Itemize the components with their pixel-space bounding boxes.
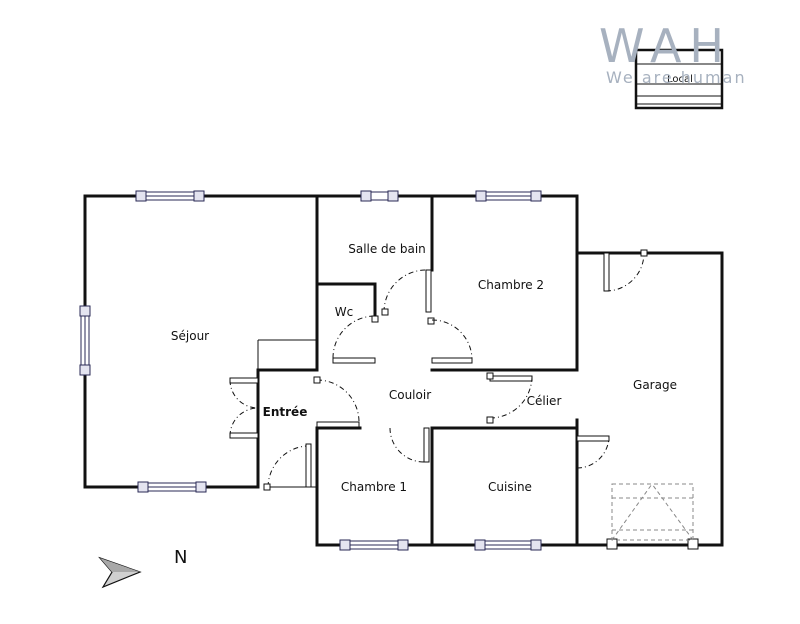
room-label-chambre-1: Chambre 1 — [341, 480, 407, 494]
room-label-sejour: Séjour — [171, 329, 209, 343]
room-label-wc: Wc — [335, 305, 353, 319]
windows — [79, 190, 542, 551]
room-label-cuisine: Cuisine — [488, 480, 532, 494]
north-arrow-icon — [98, 556, 142, 589]
room-label-couloir: Couloir — [389, 388, 431, 402]
room-label-garage: Garage — [633, 378, 677, 392]
local-storage-unit: Local — [634, 48, 724, 110]
room-label-chambre-2: Chambre 2 — [478, 278, 544, 292]
room-label-celier: Célier — [527, 394, 562, 408]
room-label-local: Local — [667, 74, 693, 85]
room-label-entree: Entrée — [263, 405, 308, 419]
compass-label: N — [174, 547, 187, 568]
watermark-logo: WAH — [599, 19, 732, 73]
doors — [229, 249, 699, 550]
watermark-tagline: We are human — [606, 68, 747, 87]
room-label-salle-de-bain: Salle de bain — [348, 242, 426, 256]
